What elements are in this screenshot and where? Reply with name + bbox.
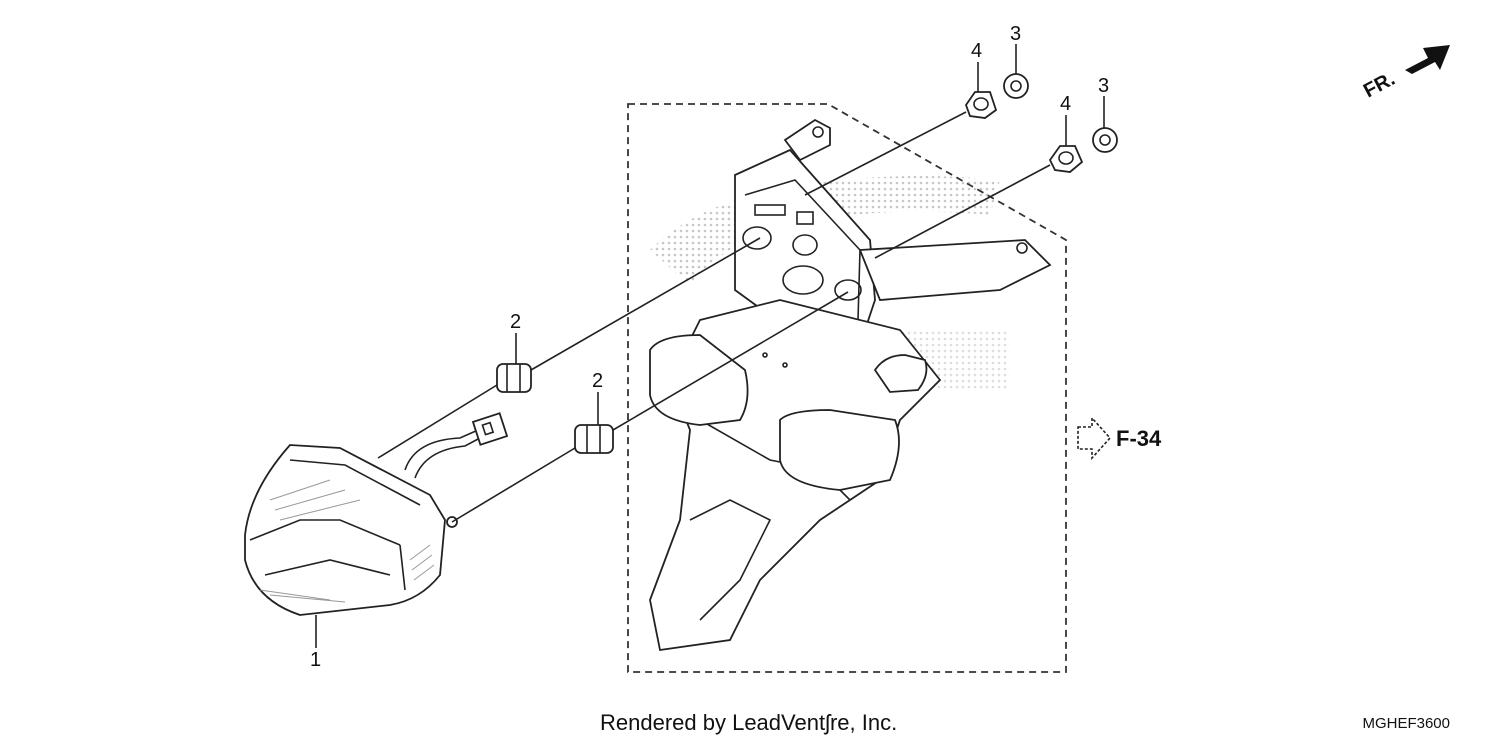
callout-3-upper: 3 <box>1010 23 1021 45</box>
callout-4-upper: 4 <box>971 40 982 62</box>
assembly-boundary <box>627 103 1067 673</box>
reference-arrow[interactable]: F-34 <box>1077 415 1162 461</box>
callout-2-lower: 2 <box>592 370 603 392</box>
callout-1: 1 <box>310 649 321 671</box>
callout-2-upper: 2 <box>510 311 521 333</box>
callout-4-lower: 4 <box>1060 93 1071 115</box>
nut-upper <box>1003 73 1029 99</box>
collar-lower <box>1048 145 1084 173</box>
grommet-upper <box>496 363 532 393</box>
reference-code: F-34 <box>1116 426 1162 451</box>
grommet-lower <box>574 424 614 454</box>
tail-light-assembly <box>244 412 509 616</box>
hollow-arrow-icon <box>1077 415 1112 461</box>
assembly-lines <box>315 44 1105 648</box>
arrow-right-icon <box>1405 45 1450 74</box>
front-label: FR. <box>1360 68 1399 103</box>
diagram-code: MGHEF3600 <box>1362 715 1450 732</box>
callout-3-lower: 3 <box>1098 75 1109 97</box>
front-direction-indicator: FR. <box>1360 45 1450 102</box>
nut-lower <box>1092 127 1118 153</box>
collar-upper <box>964 91 998 119</box>
footer-credit: Rendered by LeadVentʃre, Inc. <box>600 710 898 735</box>
